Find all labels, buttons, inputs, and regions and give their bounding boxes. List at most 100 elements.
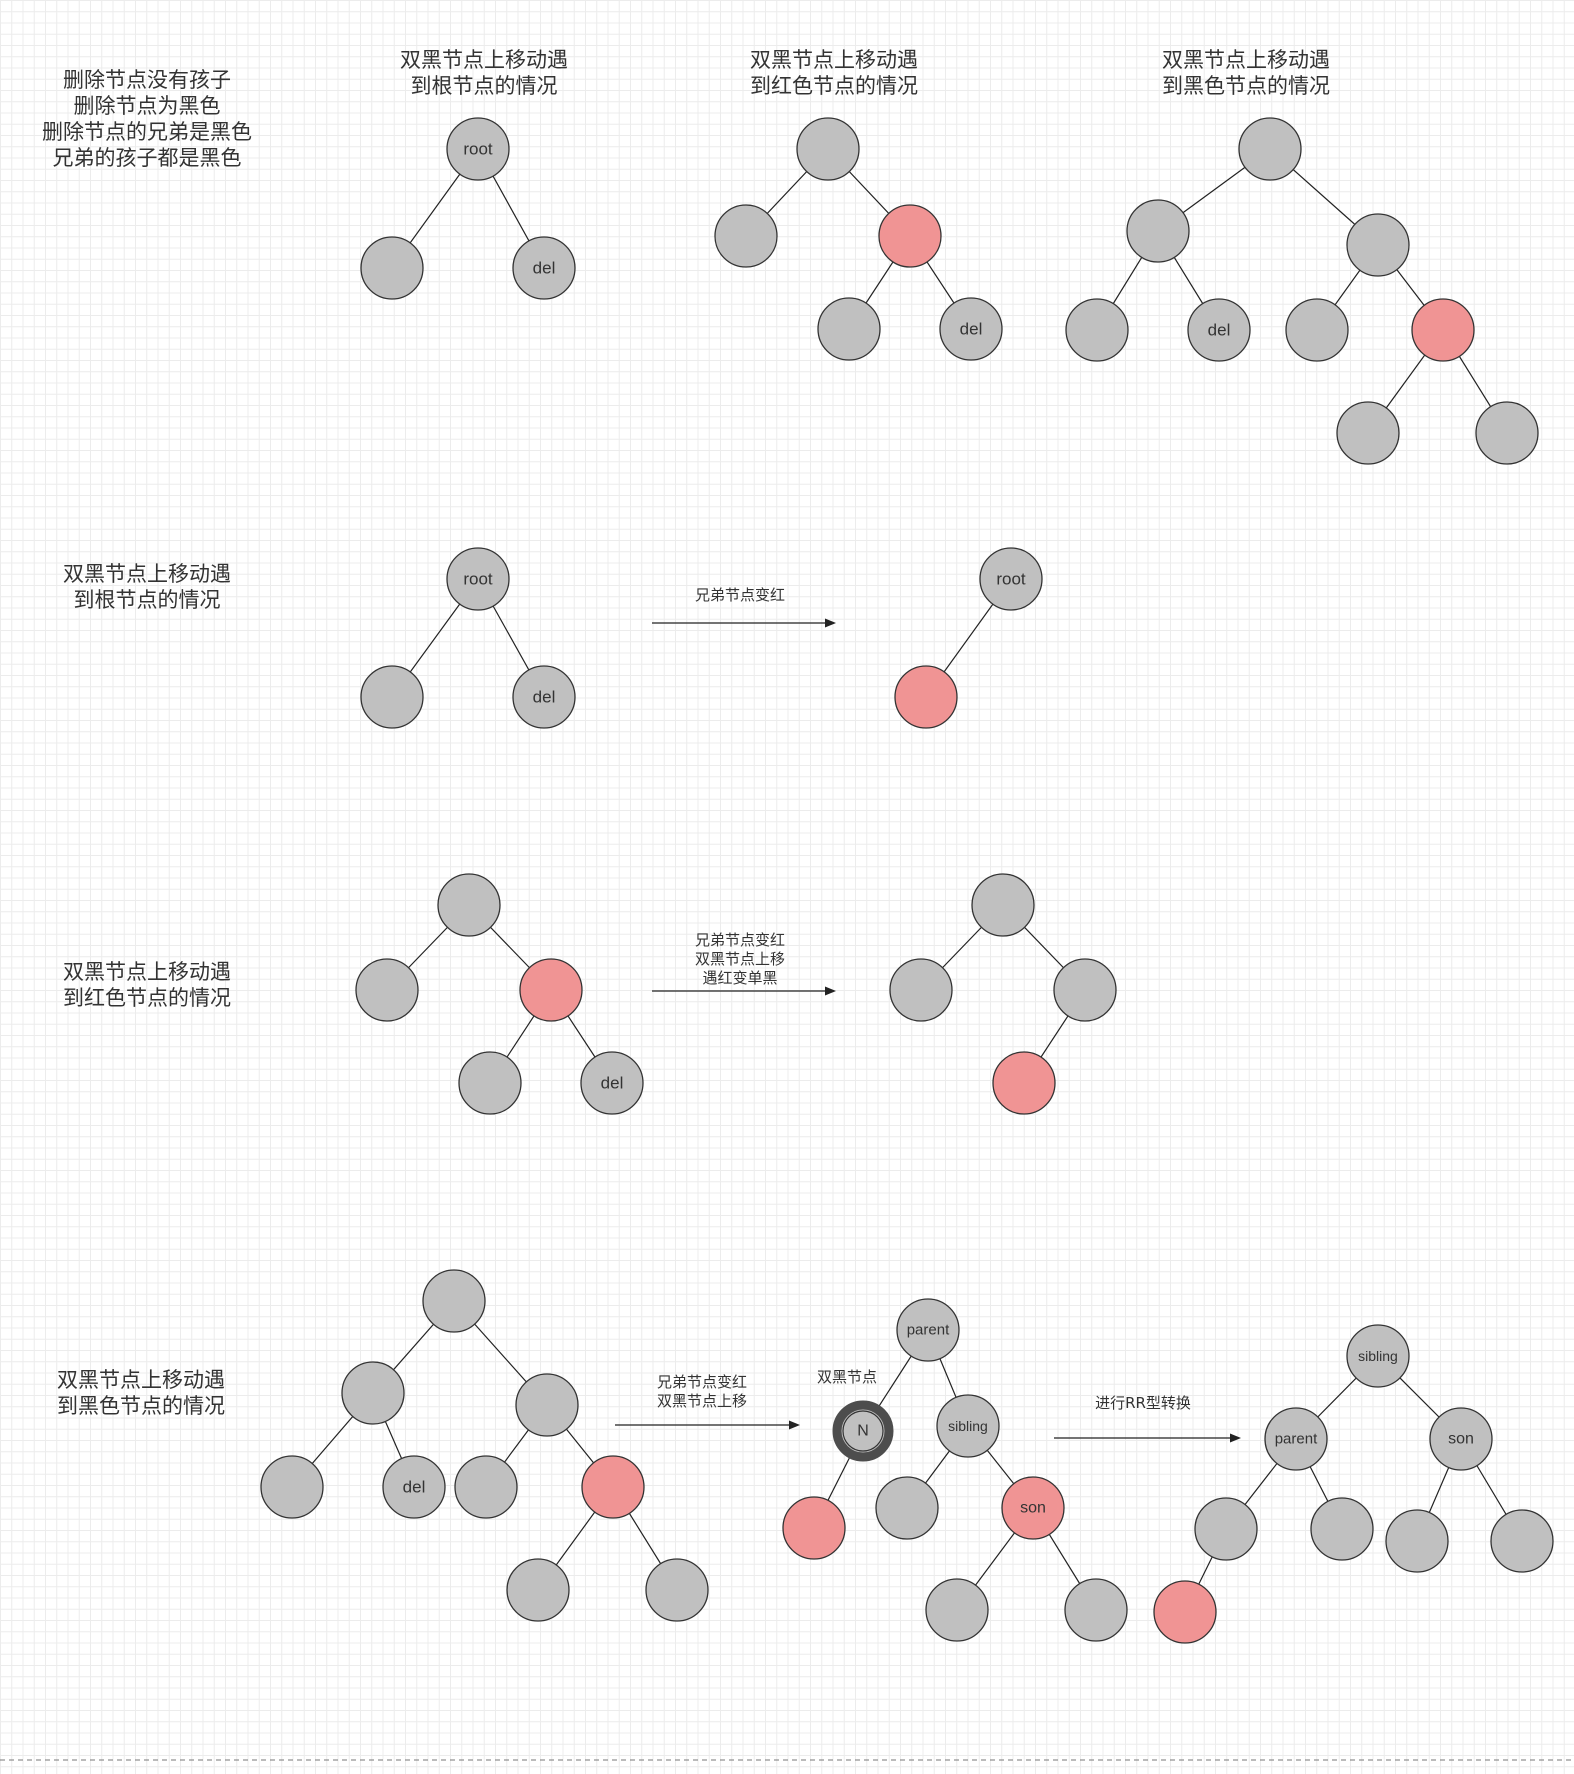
node-label: del (1208, 321, 1231, 340)
black-node (1285, 298, 1349, 362)
caption-row4: 双黑节点上移动遇 (57, 1368, 225, 1392)
black-node (971, 873, 1035, 937)
black-node (1126, 199, 1190, 263)
node-label: root (463, 140, 493, 159)
arrow-head (825, 618, 836, 628)
double-black-node (832, 1400, 894, 1462)
node-label: parent (1275, 1431, 1318, 1448)
black-node (1187, 298, 1251, 362)
black-node (341, 1361, 405, 1425)
black-node (979, 547, 1043, 611)
black-node (360, 665, 424, 729)
caption-row3: 到红色节点的情况 (63, 986, 231, 1010)
arrow-label-row4: 兄弟节点变红 (657, 1373, 747, 1391)
black-node (580, 1051, 644, 1115)
arrow-head (825, 986, 836, 996)
node-label: root (996, 570, 1026, 589)
black-node (714, 204, 778, 268)
caption-top-black: 到黑色节点的情况 (1162, 74, 1330, 98)
black-node (1238, 117, 1302, 181)
black-node (1064, 1578, 1128, 1642)
caption-top-root: 双黑节点上移动遇 (400, 48, 568, 72)
arrow-label-row3: 兄弟节点变红 (695, 931, 785, 949)
black-node (1053, 958, 1117, 1022)
black-node (454, 1455, 518, 1519)
black-node (1336, 401, 1400, 465)
red-node (1411, 298, 1475, 362)
caption-row3: 双黑节点上移动遇 (63, 960, 231, 984)
arrow-label-row4: 双黑节点上移 (657, 1392, 747, 1410)
node-label: del (533, 688, 556, 707)
black-node (1346, 1324, 1410, 1388)
black-node (896, 1298, 960, 1362)
caption-top-red: 双黑节点上移动遇 (750, 48, 918, 72)
arrow-label-row4-rr: 进行RR型转换 (1095, 1394, 1191, 1412)
caption-top-left: 删除节点的兄弟是黑色 (42, 120, 252, 144)
node-label: root (463, 570, 493, 589)
black-node (817, 297, 881, 361)
black-node (422, 1269, 486, 1333)
black-node (360, 236, 424, 300)
caption-top-left: 删除节点为黑色 (74, 94, 221, 118)
black-node (512, 665, 576, 729)
red-node (1001, 1476, 1065, 1540)
red-node (992, 1051, 1056, 1115)
black-node (1264, 1407, 1328, 1471)
node-label: son (1020, 1500, 1046, 1517)
black-node (1475, 401, 1539, 465)
black-node (1310, 1497, 1374, 1561)
caption-top-left: 删除节点没有孩子 (63, 68, 231, 92)
node-label: sibling (1358, 1348, 1398, 1364)
caption-row4: 到黑色节点的情况 (57, 1394, 225, 1418)
caption-top-black: 双黑节点上移动遇 (1162, 48, 1330, 72)
node-label-n: N (857, 1423, 869, 1440)
node-label: del (601, 1074, 624, 1093)
black-node (875, 1476, 939, 1540)
red-node (782, 1496, 846, 1560)
double-black-inner-ring (842, 1410, 884, 1452)
arrow-label-row2: 兄弟节点变红 (695, 586, 785, 604)
caption-top-root: 到根节点的情况 (411, 74, 558, 98)
red-node (581, 1455, 645, 1519)
black-node (936, 1394, 1000, 1458)
black-node (925, 1578, 989, 1642)
node-label: del (533, 259, 556, 278)
black-node (355, 958, 419, 1022)
node-label: sibling (948, 1418, 988, 1434)
red-node (519, 958, 583, 1022)
black-node (1385, 1509, 1449, 1573)
caption-row2: 双黑节点上移动遇 (63, 562, 231, 586)
red-node (1153, 1580, 1217, 1644)
arrow-head (789, 1420, 800, 1430)
black-node (512, 236, 576, 300)
black-node (260, 1455, 324, 1519)
node-label: son (1448, 1431, 1474, 1448)
black-node (1429, 1407, 1493, 1471)
black-node (458, 1051, 522, 1115)
black-node (446, 547, 510, 611)
black-node (645, 1558, 709, 1622)
caption-top-red: 到红色节点的情况 (750, 74, 918, 98)
red-node (878, 204, 942, 268)
black-node (1194, 1497, 1258, 1561)
black-node (1490, 1509, 1554, 1573)
arrow-label-row3: 遇红变单黑 (702, 969, 777, 987)
caption-row2: 到根节点的情况 (74, 588, 221, 612)
black-node (446, 117, 510, 181)
arrow-head (1230, 1433, 1241, 1443)
black-node (1065, 298, 1129, 362)
red-node (894, 665, 958, 729)
node-label: del (960, 320, 983, 339)
arrow-label-row3: 双黑节点上移 (695, 950, 785, 968)
black-node (382, 1455, 446, 1519)
black-node (506, 1558, 570, 1622)
annotation-double-black: 双黑节点 (817, 1368, 877, 1386)
black-node (796, 117, 860, 181)
black-node (889, 958, 953, 1022)
caption-top-left: 兄弟的孩子都是黑色 (53, 146, 242, 170)
black-node (1346, 213, 1410, 277)
node-label: del (403, 1478, 426, 1497)
black-node (939, 297, 1003, 361)
black-node (515, 1373, 579, 1437)
